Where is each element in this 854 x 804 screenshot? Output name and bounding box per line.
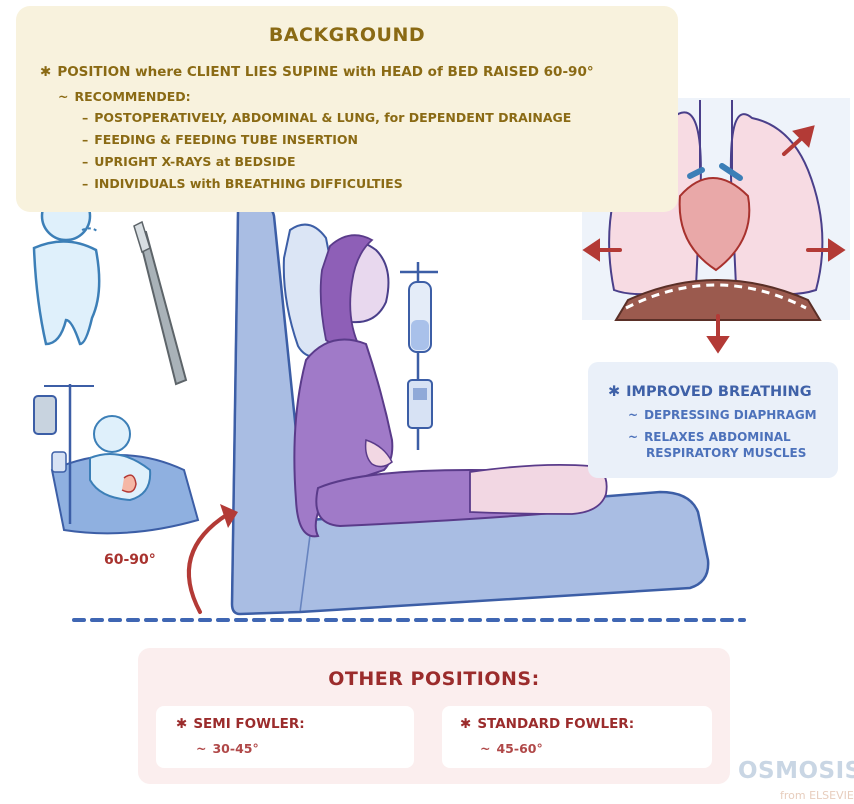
improved-breathing-panel xyxy=(588,362,838,478)
osmosis-logo-sub: from ELSEVIER xyxy=(780,789,854,802)
tilde-icon: ~ xyxy=(480,741,491,756)
semi-fowler-range: ~30-45° xyxy=(196,741,259,756)
tilde-icon: ~ xyxy=(196,741,207,756)
dash-icon: – xyxy=(82,110,89,125)
tilde-icon: ~ xyxy=(628,430,639,444)
semi-fowler-card xyxy=(156,706,414,768)
tilde-icon: ~ xyxy=(628,408,639,422)
standard-fowler-range: ~45-60° xyxy=(480,741,543,756)
asterisk-icon: ✱ xyxy=(176,716,188,732)
standard-fowler-name: ✱STANDARD FOWLER: xyxy=(460,716,635,732)
breathing-item: ~DEPRESSING DIAPHRAGM xyxy=(628,408,817,422)
asterisk-icon: ✱ xyxy=(608,384,621,400)
breathless-person-icon xyxy=(32,190,101,346)
tilde-icon: ~ xyxy=(58,89,69,104)
background-panel xyxy=(16,6,678,212)
patient-figure xyxy=(293,234,608,538)
recommended-item: –FEEDING & FEEDING TUBE INSERTION xyxy=(82,132,359,147)
recommended-label: ~RECOMMENDED: xyxy=(58,89,191,104)
scalpel-icon xyxy=(133,220,188,386)
dash-icon: – xyxy=(82,176,89,191)
angle-arrow xyxy=(186,512,230,614)
dash-icon: – xyxy=(82,154,89,169)
recommended-item: –INDIVIDUALS with BREATHING DIFFICULTIES xyxy=(82,176,403,191)
feeding-tube-patient-illustration xyxy=(33,384,200,535)
asterisk-icon: ✱ xyxy=(460,716,472,732)
improved-breathing-title: ✱IMPROVED BREATHING xyxy=(608,384,812,400)
breathing-item-continued: RESPIRATORY MUSCLES xyxy=(646,446,807,460)
dash-icon: – xyxy=(82,132,89,147)
other-positions-title: OTHER POSITIONS: xyxy=(328,668,540,690)
background-title: BACKGROUND xyxy=(268,24,426,46)
standard-fowler-card xyxy=(442,706,712,768)
asterisk-icon: ✱ xyxy=(40,64,52,80)
iv-pole-illustration xyxy=(400,262,438,450)
semi-fowler-name: ✱SEMI FOWLER: xyxy=(176,716,305,732)
recommended-item: –UPRIGHT X-RAYS at BEDSIDE xyxy=(82,154,296,169)
angle-label: 60-90° xyxy=(104,552,156,568)
breathing-item: ~RELAXES ABDOMINAL xyxy=(628,430,791,444)
background-definition: ✱POSITION where CLIENT LIES SUPINE with … xyxy=(40,64,594,80)
recommended-item: –POSTOPERATIVELY, ABDOMINAL & LUNG, for … xyxy=(82,110,572,125)
osmosis-logo: OSMOSIS xyxy=(738,758,854,784)
